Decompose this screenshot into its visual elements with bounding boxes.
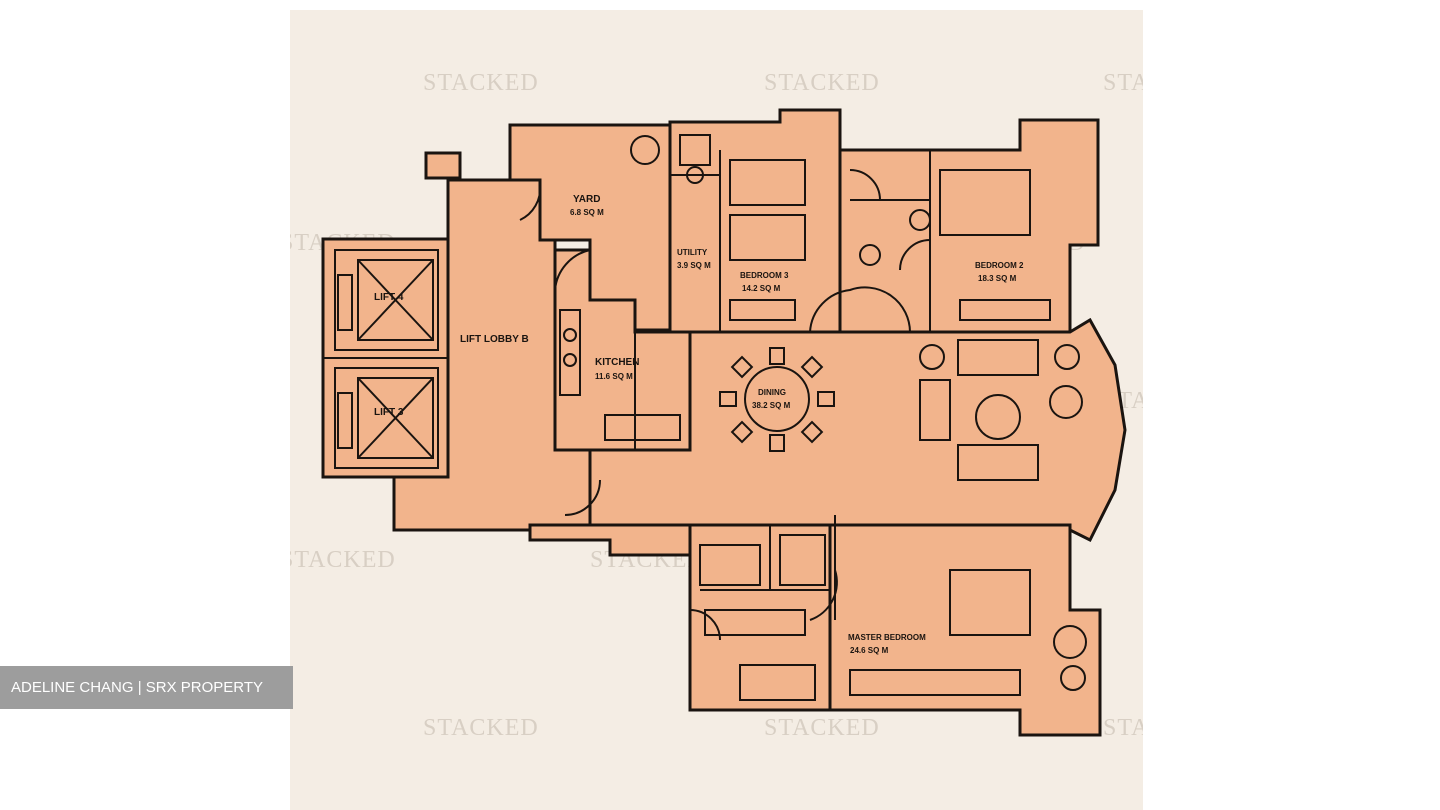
dining-area: 38.2 SQ M [752,401,791,410]
utility-label: UTILITY [677,248,708,257]
bedroom3-area: 14.2 SQ M [742,284,781,293]
lift3-car [334,367,439,469]
master-bedroom-room [828,523,1102,737]
master-bedroom-label: MASTER BEDROOM [848,633,926,642]
floor-plan: STACKED STACKED STACKED STACKED STACKED … [290,70,1143,741]
master-bedroom-area: 24.6 SQ M [850,646,889,655]
watermark-text: STACKED [1103,715,1143,741]
watermark-text: STACKED [423,715,539,741]
utility-area: 3.9 SQ M [677,261,711,270]
watermark-text: STACKED [423,70,539,96]
lift3-label: LIFT 3 [374,407,404,418]
kitchen-label: KITCHEN [595,357,639,368]
kitchen-area: 11.6 SQ M [595,372,633,381]
credit-badge: ADELINE CHANG | SRX PROPERTY [0,666,293,709]
watermark-text: STACKED [764,715,880,741]
doors [519,169,931,641]
yard-area: 6.8 SQ M [570,208,604,217]
lift4-car [334,249,439,351]
bedroom2-area: 18.3 SQ M [978,274,1017,283]
interior-walls [323,150,931,620]
bedroom3-wing [668,108,852,334]
lift-lobby-label: LIFT LOBBY B [460,334,529,345]
watermark-text: STACKED [290,547,396,573]
lift4-label: LIFT 4 [374,292,404,303]
bedroom3-label: BEDROOM 3 [740,271,789,280]
living-set [919,339,1087,691]
entry-strip [528,523,702,557]
dining-table [719,347,835,452]
dining-label: DINING [758,388,786,397]
watermark-text: STACKED [1103,70,1143,96]
yard-label: YARD [573,194,600,205]
fixtures [559,134,1051,701]
watermark-text: STACKED [764,70,880,96]
room-labels: YARD 6.8 SQ M UTILITY 3.9 SQ M BEDROOM 3… [374,194,1024,655]
walls [321,108,1127,737]
lifts [334,249,439,469]
bedroom2-label: BEDROOM 2 [975,261,1024,270]
floor-plan-frame: STACKED STACKED STACKED STACKED STACKED … [290,10,1143,810]
service-box [424,151,462,180]
